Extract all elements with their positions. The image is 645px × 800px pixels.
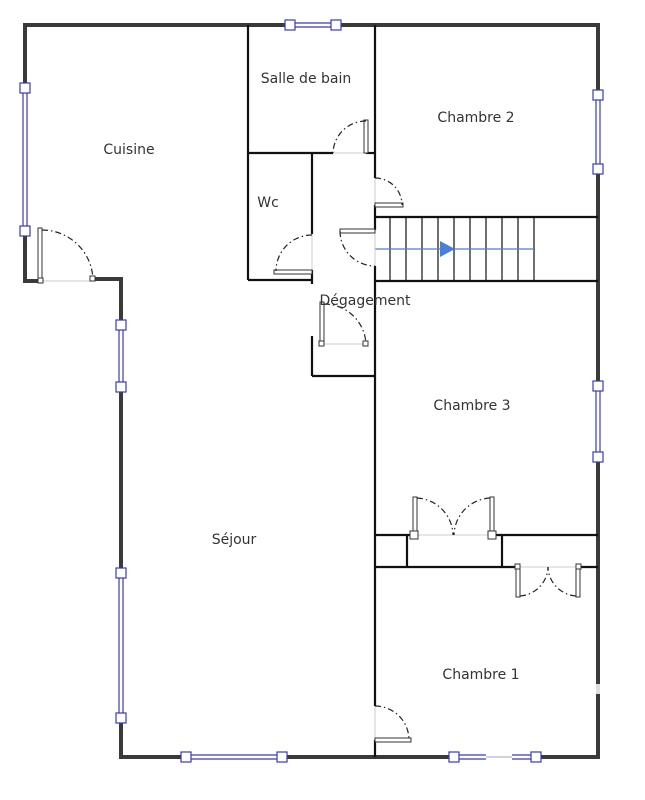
room-label-chambre-3: Chambre 3 xyxy=(433,398,511,414)
doors xyxy=(37,119,582,743)
staircase xyxy=(375,217,535,281)
room-label-chambre-1: Chambre 1 xyxy=(442,667,520,683)
room-label-degagement: Dégagement xyxy=(319,293,411,309)
window-handle-icon xyxy=(330,19,342,31)
interior-walls xyxy=(246,25,598,757)
room-label-wc: Wc xyxy=(257,195,279,211)
room-label-salle-de-bain: Salle de bain xyxy=(260,71,352,87)
room-label-sejour: Séjour xyxy=(211,532,257,548)
exterior-walls xyxy=(23,23,600,759)
window-handle-icon xyxy=(284,19,296,31)
windows xyxy=(19,19,604,763)
window-handle-icon xyxy=(19,225,31,237)
window-handle-icon xyxy=(19,82,31,94)
stair-arrow-icon xyxy=(440,241,455,257)
room-label-cuisine: Cuisine xyxy=(103,142,155,158)
room-label-chambre-2: Chambre 2 xyxy=(437,110,515,126)
